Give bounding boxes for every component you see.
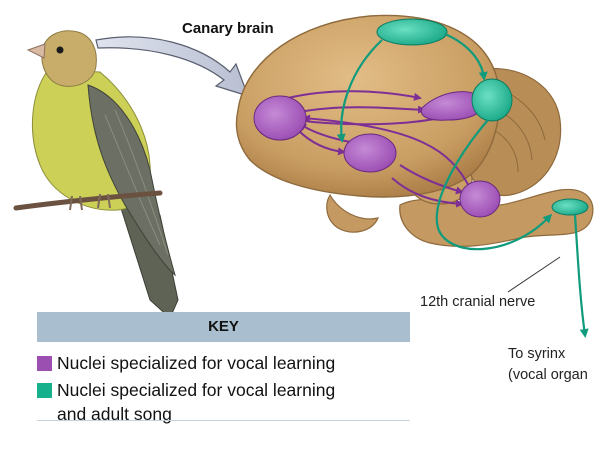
bird-head (42, 31, 97, 87)
key-bottom-rule (37, 420, 410, 421)
teal-swatch (37, 383, 52, 398)
nerve-pointer-line (508, 257, 560, 292)
key-item-teal-label-line-1: Nuclei specialized for vocal learning (57, 378, 335, 402)
key-header: KEY (37, 312, 410, 342)
nucleus-purple-4 (460, 181, 500, 217)
syrinx-label: To syrinx (vocal organ (508, 344, 588, 386)
nucleus-purple-1 (254, 96, 306, 140)
syrinx-label-line-2: (vocal organ (508, 365, 588, 386)
teal-path-4 (575, 215, 585, 335)
nucleus-teal-2 (472, 79, 512, 121)
diagram-title: Canary brain (182, 20, 274, 37)
canary-bird-illustration (16, 31, 178, 318)
nucleus-teal-1 (377, 19, 447, 45)
purple-swatch (37, 356, 52, 371)
bird-eye (57, 47, 64, 54)
bird-beak (28, 44, 45, 58)
nerve-label: 12th cranial nerve (420, 294, 535, 310)
key-item-teal-label-line-2: and adult song (57, 402, 172, 426)
key-legend: KEY Nuclei specialized for vocal learnin… (37, 312, 410, 424)
nucleus-teal-3 (552, 199, 588, 215)
key-title: KEY (37, 318, 410, 335)
key-item-purple-label: Nuclei specialized for vocal learning (57, 351, 335, 375)
nucleus-purple-2 (344, 134, 396, 172)
pointer-arrow (96, 37, 248, 96)
syrinx-label-line-1: To syrinx (508, 344, 588, 365)
